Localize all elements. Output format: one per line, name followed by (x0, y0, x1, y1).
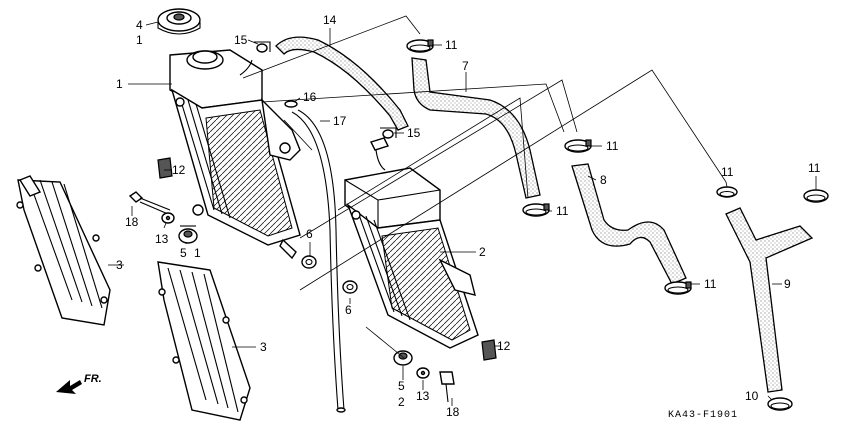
grommet-6-right (342, 280, 358, 294)
bolt-18-lower (439, 371, 455, 403)
callout-15-upper: 15 (234, 33, 248, 47)
hose-14 (275, 36, 409, 131)
callout-1-lower: 1 (194, 246, 201, 260)
callout-11-hose9-right: 11 (808, 161, 821, 175)
callout-4-sub: 1 (136, 33, 143, 47)
hose-7 (411, 57, 541, 199)
callout-3-lower: 3 (260, 340, 267, 354)
hose-9 (725, 207, 814, 393)
callout-9: 9 (784, 277, 791, 291)
callout-11-hose8-bottom: 11 (704, 277, 717, 291)
bolt-18-upper (128, 191, 171, 215)
callout-6-left: 6 (306, 227, 313, 241)
bracket-12-lower (481, 339, 497, 361)
washer-13-upper (161, 212, 175, 224)
clamp-11-hose9-right (803, 189, 829, 203)
washer-13-lower (416, 367, 430, 379)
left-radiator-guard (16, 175, 111, 326)
callout-15-lower: 15 (407, 126, 421, 140)
callout-7: 7 (462, 59, 469, 73)
bracket-12-upper (157, 157, 173, 179)
callout-18-lower: 18 (446, 405, 460, 419)
callout-17: 17 (333, 114, 347, 128)
callout-12-lower: 12 (497, 339, 511, 353)
callout-labels: 4 1 1 15 14 11 7 16 17 15 11 8 11 11 11 … (116, 13, 821, 419)
clamp-11-hose7-lower (522, 203, 550, 217)
clamp-15-lower (380, 127, 397, 139)
callout-12-upper: 12 (172, 163, 186, 177)
callout-10: 10 (745, 389, 759, 403)
callout-3-upper: 3 (116, 258, 123, 272)
hose-clamps (406, 39, 829, 411)
diagram-code: KA43-F1901 (668, 410, 738, 421)
callout-4: 4 (136, 18, 143, 32)
callout-5-lower: 5 (398, 379, 405, 393)
callout-1-upper: 1 (116, 77, 123, 91)
callout-2-lower: 2 (398, 395, 405, 409)
assembly-lines (242, 15, 727, 359)
clamp-11-hose8-top (564, 139, 592, 153)
callout-11-hose8-top: 11 (606, 139, 619, 153)
callout-11-hose9-left: 11 (721, 165, 734, 179)
callout-8: 8 (600, 173, 607, 187)
right-radiator (344, 137, 479, 349)
callout-14: 14 (323, 13, 337, 27)
grommet-5-upper (178, 225, 198, 244)
front-direction-arrow: FR. (56, 373, 102, 394)
hose-8 (571, 163, 687, 285)
grommet-5-lower (393, 350, 413, 366)
clamp-15-upper (254, 41, 271, 53)
callout-5-upper: 5 (180, 246, 187, 260)
radiator-cap (157, 8, 201, 35)
callout-13-upper: 13 (155, 232, 169, 246)
callout-13-lower: 13 (416, 389, 430, 403)
clamp-11-top (406, 39, 434, 53)
clamp-11-hose9-left (716, 186, 738, 198)
hardware (128, 41, 497, 403)
callout-11-hose7: 11 (556, 204, 569, 218)
clamp-10 (767, 397, 793, 411)
front-label: FR. (84, 373, 102, 385)
breather-tube (291, 109, 346, 413)
right-radiator-guard (157, 261, 251, 421)
callout-16: 16 (303, 90, 317, 104)
callout-2-right: 2 (479, 245, 486, 259)
clamp-11-hose8-bottom (664, 281, 692, 295)
callout-11-top: 11 (445, 38, 458, 52)
left-radiator (169, 49, 301, 260)
grommet-6-left (301, 255, 317, 269)
clip-16 (284, 100, 298, 108)
callout-18-upper: 18 (125, 215, 139, 229)
leader-lines (108, 21, 817, 406)
callout-6-right: 6 (345, 303, 352, 317)
